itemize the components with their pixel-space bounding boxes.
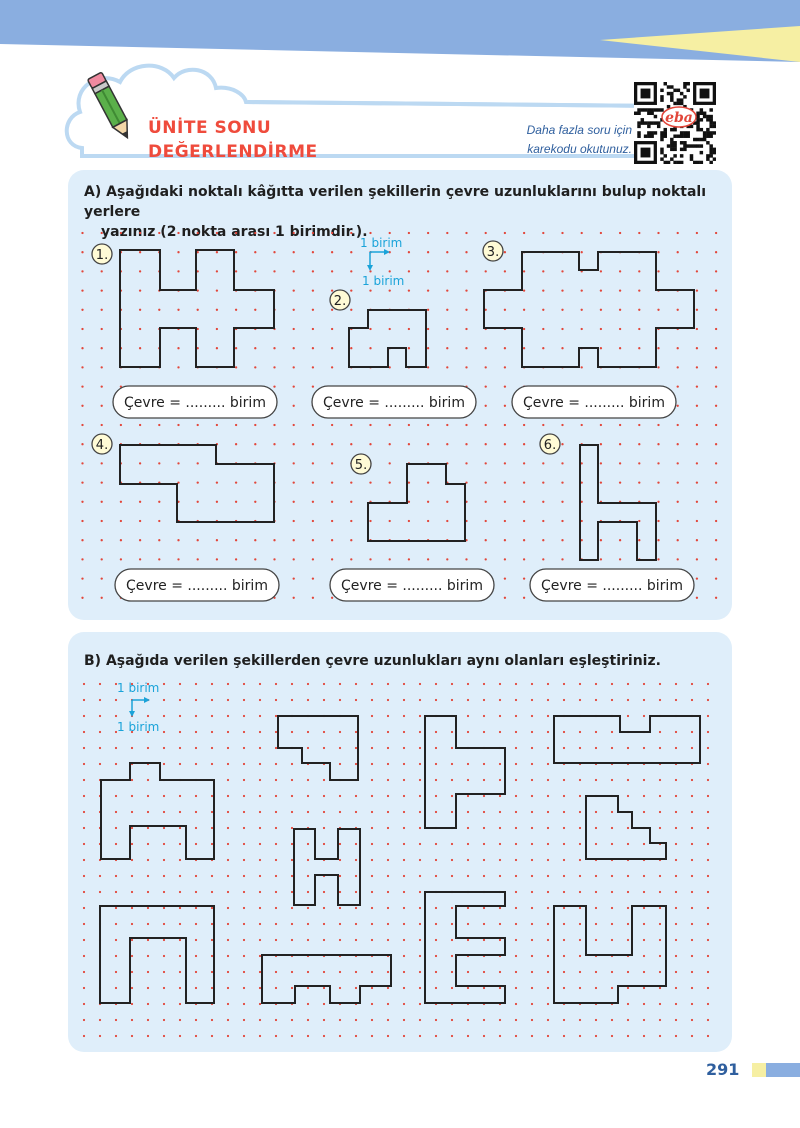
answer-field-3[interactable]: Çevre = ......... birim	[511, 385, 677, 419]
answer-text-2: Çevre = ......... birim	[323, 395, 465, 411]
shape-b4	[99, 905, 215, 1004]
answer-text-6: Çevre = ......... birim	[541, 578, 683, 594]
item-number-4-text: 4.	[96, 438, 108, 453]
shape-b5	[261, 954, 392, 1004]
eba-logo: eba	[661, 106, 697, 128]
shape-b6	[424, 715, 506, 829]
section-b-panel	[68, 632, 732, 1052]
item-number-5-text: 5.	[355, 458, 367, 473]
title-line-1: ÜNİTE SONU	[148, 118, 272, 138]
unit-label-a-vertical: 1 birim	[362, 274, 404, 288]
answer-field-1[interactable]: Çevre = ......... birim	[112, 385, 278, 419]
page-number: 291	[706, 1060, 740, 1079]
shape-a6	[579, 444, 657, 561]
shape-b2	[277, 715, 359, 781]
section-a-instruction: A) Aşağıdaki noktalı kâğıtta verilen şek…	[84, 182, 724, 242]
answer-text-5: Çevre = ......... birim	[341, 578, 483, 594]
item-number-3: 3.	[482, 240, 504, 262]
shape-b1	[100, 762, 215, 860]
header-cloud	[64, 63, 660, 158]
item-number-2-text: 2.	[334, 294, 346, 309]
item-number-6-text: 6.	[544, 438, 556, 453]
qr-text-line-2: karekodu okutunuz.	[527, 142, 632, 156]
item-number-3-text: 3.	[487, 245, 499, 260]
shape-a1	[119, 249, 275, 368]
shape-b9	[585, 795, 667, 860]
title-line-2: DEĞERLENDİRME	[148, 142, 318, 162]
unit-label-b-vertical: 1 birim	[117, 720, 159, 734]
section-a-instruction-line-2: yazınız (2 nokta arası 1 birimdir.).	[101, 224, 368, 240]
page-title: ÜNİTE SONU DEĞERLENDİRME	[148, 116, 318, 164]
answer-text-4: Çevre = ......... birim	[126, 578, 268, 594]
item-number-4: 4.	[91, 433, 113, 455]
answer-text-3: Çevre = ......... birim	[523, 395, 665, 411]
shape-a4	[119, 444, 275, 523]
unit-label-a-horizontal: 1 birim	[360, 236, 402, 250]
answer-field-4[interactable]: Çevre = ......... birim	[114, 568, 280, 602]
item-number-2: 2.	[329, 289, 351, 311]
answer-text-1: Çevre = ......... birim	[124, 395, 266, 411]
answer-field-5[interactable]: Çevre = ......... birim	[329, 568, 495, 602]
shape-b10	[553, 905, 667, 1004]
item-number-1-text: 1.	[96, 248, 108, 263]
eba-logo-text: eba	[665, 110, 693, 126]
unit-label-b-horizontal: 1 birim	[117, 681, 159, 695]
shape-b3	[293, 828, 361, 906]
shape-a3	[483, 251, 695, 368]
answer-field-2[interactable]: Çevre = ......... birim	[311, 385, 477, 419]
page-bar-blue	[766, 1063, 800, 1077]
shape-b8	[553, 715, 701, 764]
section-a-instruction-line-1: A) Aşağıdaki noktalı kâğıtta verilen şek…	[84, 184, 707, 220]
qr-instruction: Daha fazla soru için karekodu okutunuz.	[527, 121, 632, 159]
pencil-icon	[87, 72, 129, 140]
dot-grid-b	[82, 682, 710, 1038]
item-number-6: 6.	[539, 433, 561, 455]
item-number-1: 1.	[91, 243, 113, 265]
top-band	[0, 0, 800, 62]
qr-text-line-1: Daha fazla soru için	[526, 123, 632, 137]
section-b-instruction: B) Aşağıda verilen şekillerden çevre uzu…	[84, 653, 661, 669]
shape-a5	[367, 463, 466, 542]
item-number-5: 5.	[350, 453, 372, 475]
shape-a2	[348, 309, 427, 368]
unit-indicator-b: 1 birim 1 birim	[117, 681, 159, 734]
shape-b7	[424, 891, 506, 1004]
page-bar-yellow	[752, 1063, 766, 1077]
answer-field-6[interactable]: Çevre = ......... birim	[529, 568, 695, 602]
unit-indicator-a: 1 birim 1 birim	[360, 236, 404, 288]
